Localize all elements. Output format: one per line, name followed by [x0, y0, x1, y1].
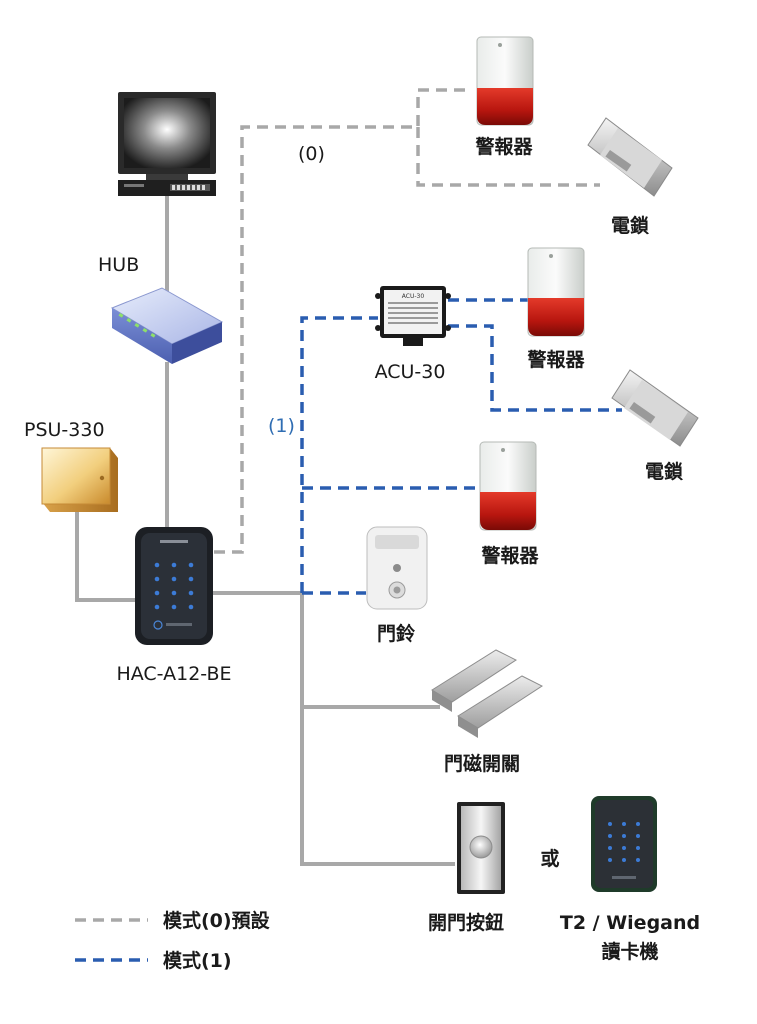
hub-label: HUB: [98, 254, 139, 276]
card-reader-icon: [591, 796, 657, 892]
controller-to-bus-cable: [210, 591, 455, 866]
door-sensor-label: 門磁開關: [444, 752, 520, 775]
acu-30-module: ACU-30: [375, 286, 451, 346]
access-controller-device: [135, 527, 213, 645]
elock-label-1: 電鎖: [611, 214, 650, 237]
legend: 模式(0)預設 模式(1): [75, 909, 271, 972]
alarm-siren-icon-1: [476, 36, 534, 126]
mode1-wire-to-acu: [300, 316, 378, 593]
alarm-siren-icon-2: [527, 247, 585, 337]
exit-button-label: 開門按鈕: [428, 911, 504, 934]
alarm-label-1: 警報器: [475, 135, 533, 158]
hub-icon: [110, 287, 224, 364]
psu-to-controller-cable: [75, 505, 135, 602]
computer-icon: [118, 92, 216, 196]
power-supply-icon: [41, 447, 118, 512]
alarm-label-3: 警報器: [481, 544, 539, 567]
doorbell-label: 門鈴: [377, 622, 416, 645]
mode0-tag: (0): [298, 143, 325, 165]
mode1-wire-acu-to-elock: [448, 324, 622, 412]
doorbell-icon: [366, 526, 428, 610]
electric-lock-icon-2: [611, 369, 699, 447]
mode0-wire-controller-to-alarm: [214, 88, 470, 554]
mode0-wire-to-elock: [416, 127, 600, 187]
mode1-tag: (1): [268, 415, 295, 437]
reader-label-line1: T2 / Wiegand: [560, 912, 700, 934]
wiring: [75, 88, 622, 866]
door-sensor-icon: [431, 649, 544, 738]
legend-mode0-label: 模式(0)預設: [163, 909, 271, 932]
legend-mode1-label: 模式(1): [163, 949, 232, 972]
acu-label: ACU-30: [375, 361, 446, 383]
psu-label: PSU-330: [24, 419, 105, 441]
acu-box-text: ACU-30: [402, 293, 425, 300]
keypad-icon: [154, 562, 194, 610]
reader-label-line2: 讀卡機: [601, 940, 658, 963]
exit-button-icon: [457, 802, 505, 894]
elock-label-2: 電鎖: [645, 460, 684, 483]
electric-lock-icon-1: [587, 117, 673, 197]
alarm-siren-icon-3: [479, 441, 537, 531]
alarm-label-2: 警報器: [527, 348, 585, 371]
or-label: 或: [540, 847, 559, 870]
controller-label: HAC-A12-BE: [116, 663, 231, 685]
